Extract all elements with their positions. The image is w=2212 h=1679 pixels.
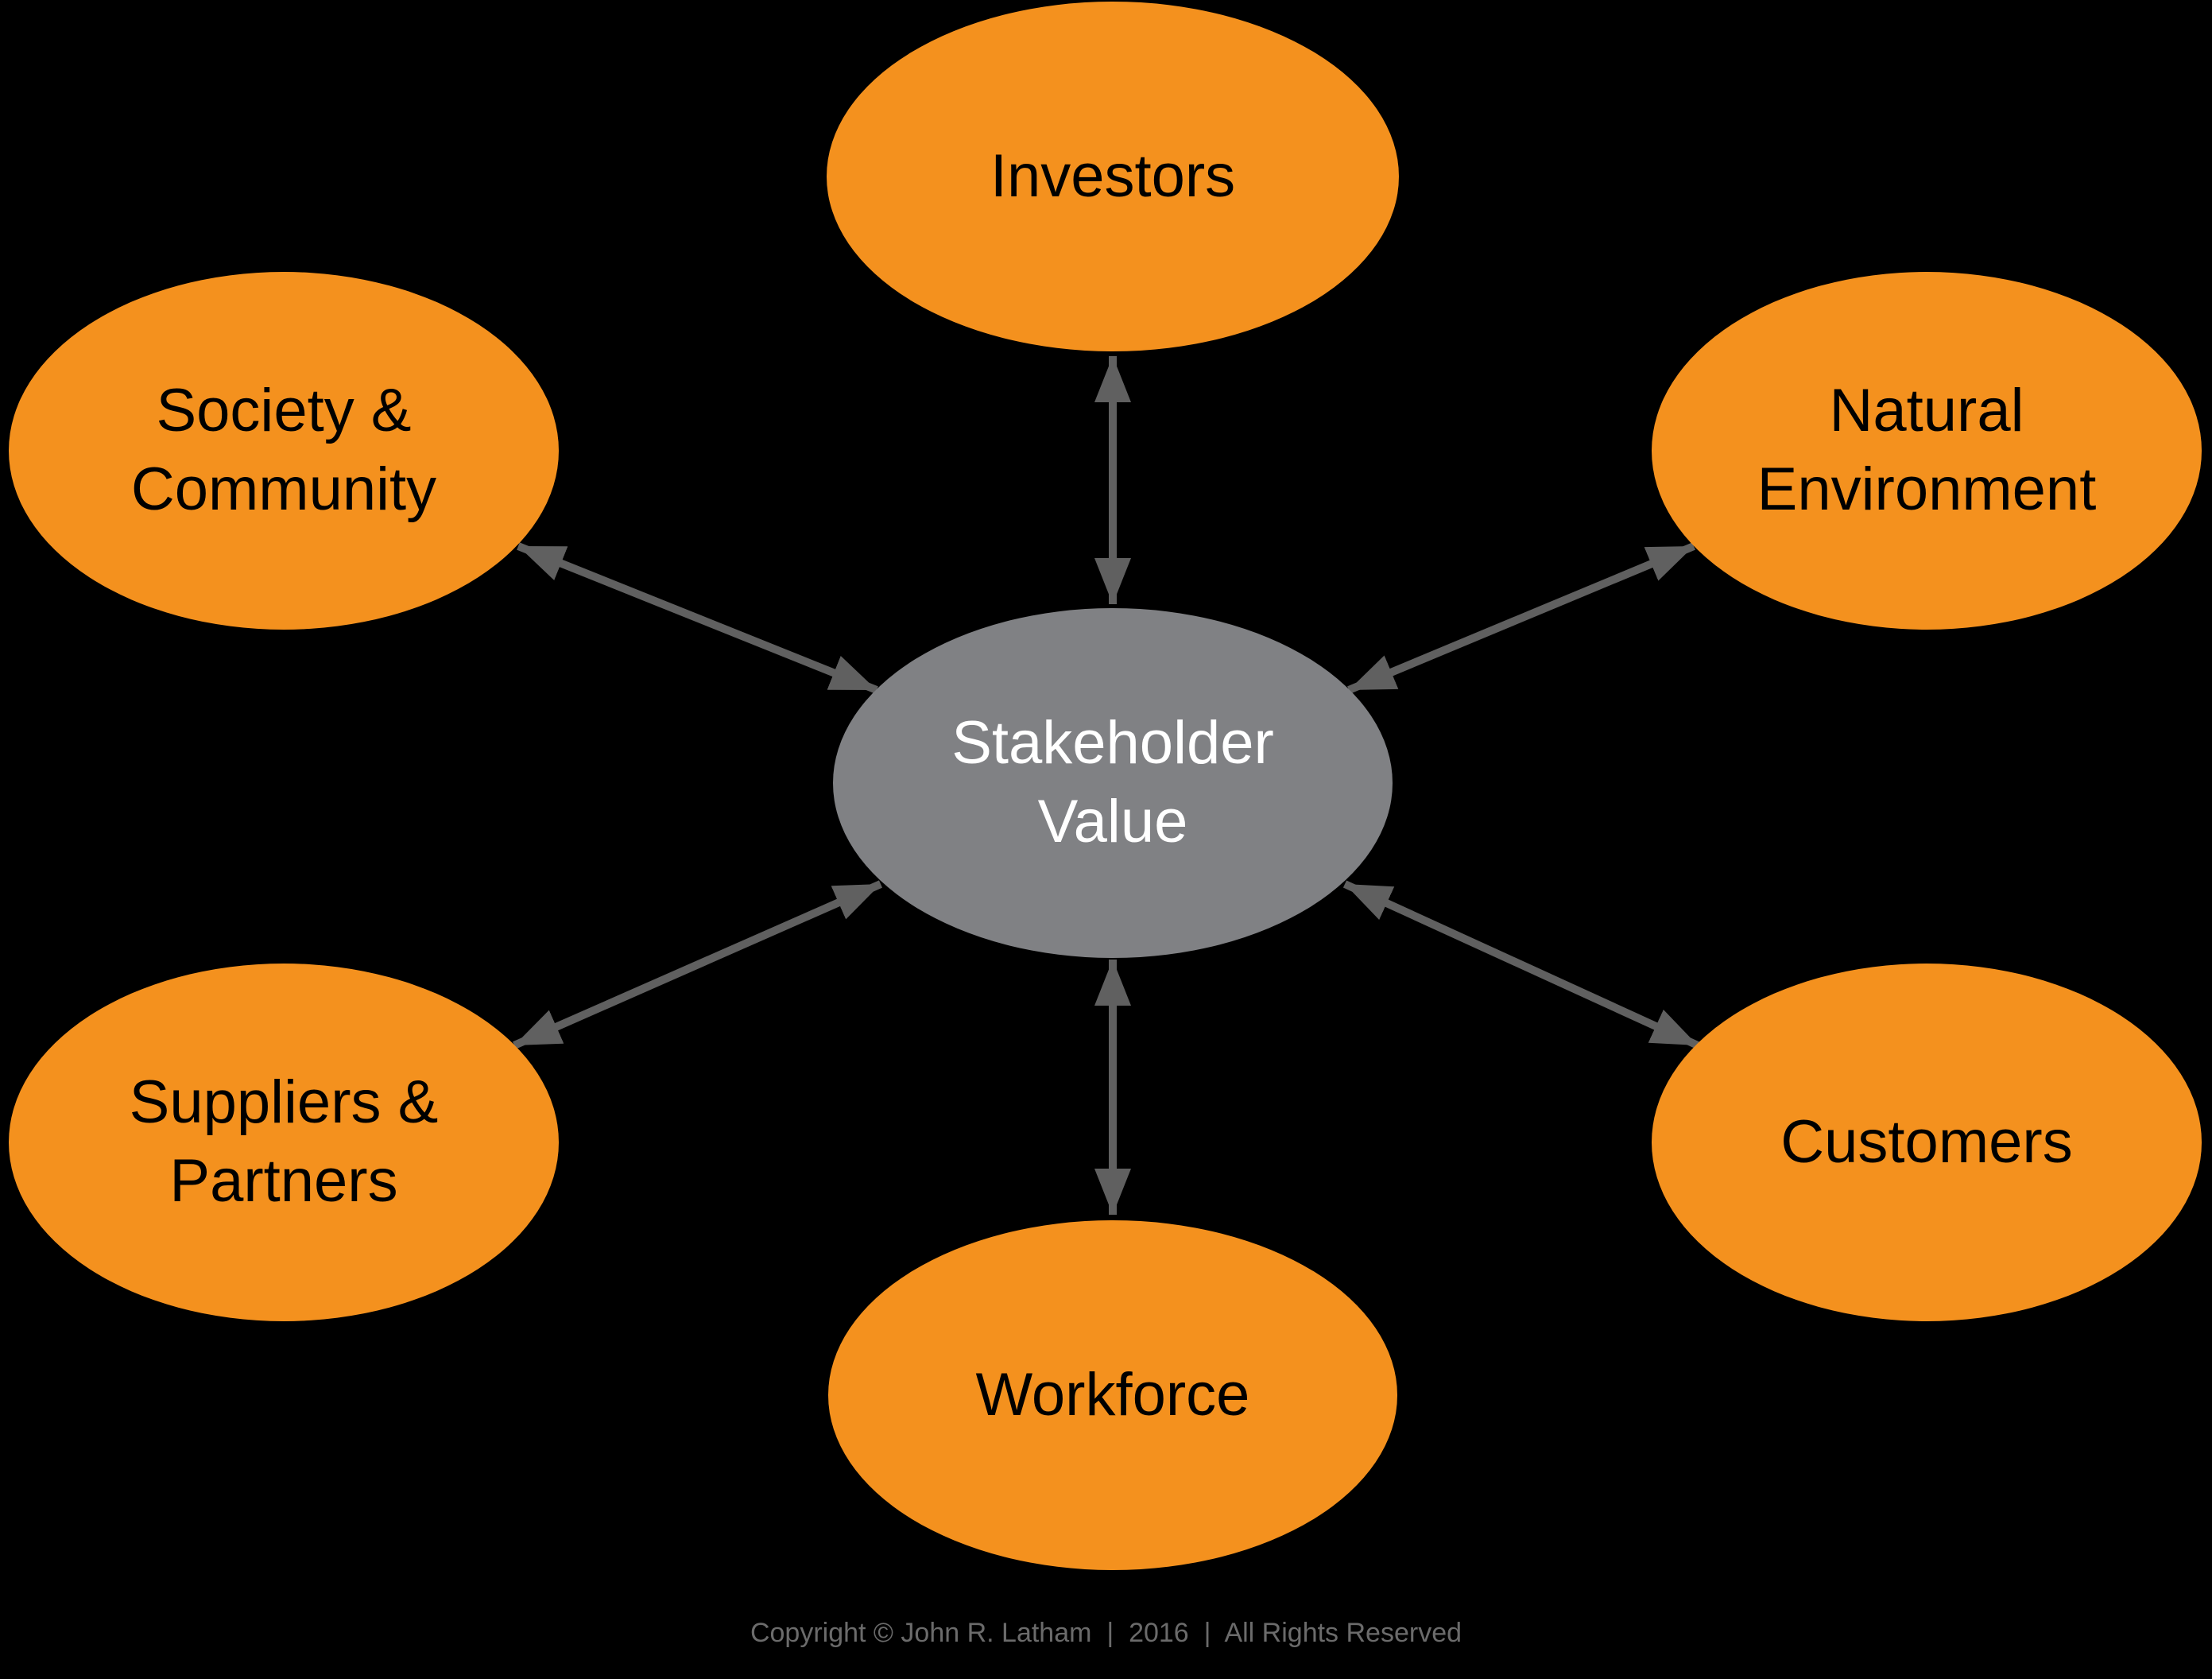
node-customers: Customers — [1652, 964, 2202, 1321]
node-suppliers-partners: Suppliers & Partners — [9, 964, 559, 1321]
node-society-community: Society & Community — [9, 272, 559, 630]
arrow-society-center — [517, 542, 878, 694]
node-customers-label: Customers — [1780, 1107, 2073, 1176]
arrow-environment-center — [1347, 542, 1695, 694]
node-suppliers-partners-label: Suppliers & Partners — [129, 1068, 439, 1215]
copyright-text: Copyright © John R. Latham | 2016 | All … — [750, 1618, 1462, 1648]
node-investors: Investors — [827, 2, 1399, 351]
node-natural-environment: Natural Environment — [1652, 272, 2202, 630]
arrow-suppliers-center — [512, 880, 883, 1049]
node-society-community-label: Society & Community — [130, 377, 437, 523]
node-workforce-label: Workforce — [975, 1360, 1250, 1429]
node-stakeholder-value-label: Stakeholder Value — [951, 709, 1274, 855]
node-natural-environment-label: Natural Environment — [1757, 377, 2097, 523]
node-workforce: Workforce — [828, 1220, 1397, 1570]
node-stakeholder-value: Stakeholder Value — [833, 608, 1393, 958]
node-investors-label: Investors — [990, 142, 1236, 210]
arrow-customers-center — [1342, 880, 1700, 1049]
